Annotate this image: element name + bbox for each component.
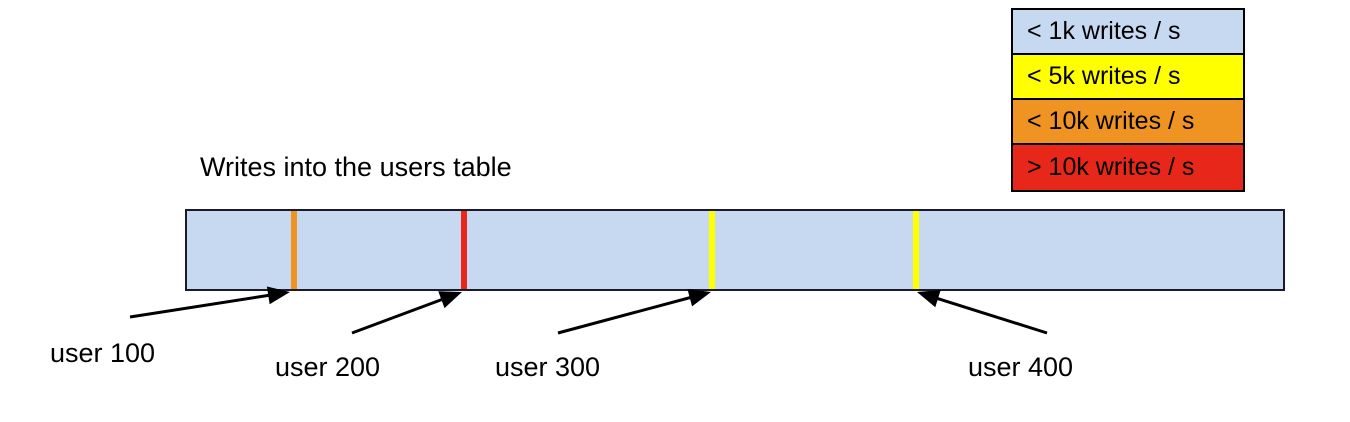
user-label-3: user 400: [968, 352, 1074, 382]
page-title: Writes into the users table: [200, 152, 512, 182]
arrow-head: [687, 289, 711, 307]
marker-user-100: [290, 211, 297, 289]
user-label-2: user 300: [495, 352, 601, 382]
callout-0: [129, 286, 290, 319]
marker-user-300: [708, 211, 715, 289]
user-label-0: user 100: [50, 338, 156, 368]
arrow-shaft: [557, 293, 700, 335]
legend-row-0: < 1k writes / s: [1013, 10, 1243, 55]
callout-2: [557, 289, 711, 335]
legend-label: < 5k writes / s: [1027, 62, 1181, 90]
legend-row-1: < 5k writes / s: [1013, 55, 1243, 100]
marker-user-200: [461, 211, 467, 289]
legend-row-3: > 10k writes / s: [1013, 145, 1243, 190]
legend-label: < 10k writes / s: [1027, 107, 1195, 135]
write-rate-legend: < 1k writes / s < 5k writes / s < 10k writ…: [1011, 8, 1245, 192]
user-label-1: user 200: [275, 352, 381, 382]
arrow-shaft: [351, 294, 452, 335]
legend-label: > 10k writes / s: [1027, 153, 1195, 181]
legend-row-2: < 10k writes / s: [1013, 100, 1243, 145]
callout-1: [351, 291, 462, 335]
arrow-head: [438, 291, 462, 309]
arrow-shaft: [928, 294, 1048, 335]
callout-3: [917, 290, 1048, 335]
legend-label: < 1k writes / s: [1027, 17, 1181, 45]
marker-user-400: [912, 211, 919, 289]
arrow-head: [917, 290, 941, 308]
users-table-bar: [185, 209, 1285, 291]
arrow-shaft: [129, 292, 279, 319]
